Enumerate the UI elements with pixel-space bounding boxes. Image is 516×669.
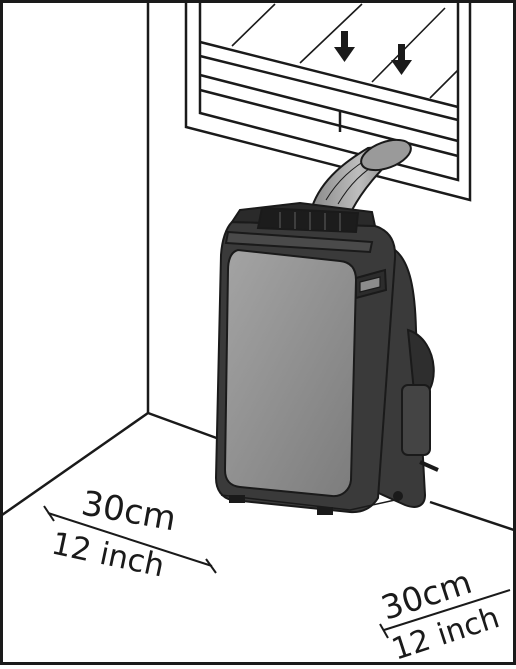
room-corner [1, 2, 515, 532]
corner-edge-floor-back [147, 411, 223, 442]
clearance-dimension-right: 30cm 12 inch [376, 562, 511, 668]
window-glass-hatching [231, 3, 459, 99]
clearance-left-metric: 30cm [78, 483, 179, 539]
wheel [393, 491, 403, 501]
window-frame-inner [198, 2, 460, 182]
unit-base [220, 494, 396, 511]
window-sill-line-1 [199, 40, 459, 109]
window-sill-line-4 [199, 88, 459, 158]
drain-plug [419, 460, 439, 472]
unit-rear-filter [401, 384, 431, 456]
portable-air-conditioner [214, 201, 439, 515]
corner-edge-floor-left [1, 411, 149, 517]
control-panel [256, 206, 360, 234]
clearance-dimension-left: 30cm 12 inch [43, 483, 217, 585]
floor-edge-right [429, 500, 515, 532]
window-sill-line-3 [199, 73, 459, 143]
hose-window-adapter [360, 138, 412, 172]
arrow-down-icon [334, 31, 355, 62]
exhaust-hose [310, 138, 412, 212]
unit-front-panel [223, 248, 358, 498]
control-panel-buttons [279, 212, 341, 231]
arrow-down-icon [391, 44, 412, 75]
window-frame-outer [184, 2, 472, 202]
dimension-line-right [383, 589, 511, 631]
wheel [317, 507, 333, 515]
window-sill-line-2 [199, 54, 459, 122]
dimension-line-left [47, 512, 213, 567]
top-vent-strip [224, 230, 374, 254]
window [184, 2, 472, 202]
wheel [229, 495, 245, 503]
